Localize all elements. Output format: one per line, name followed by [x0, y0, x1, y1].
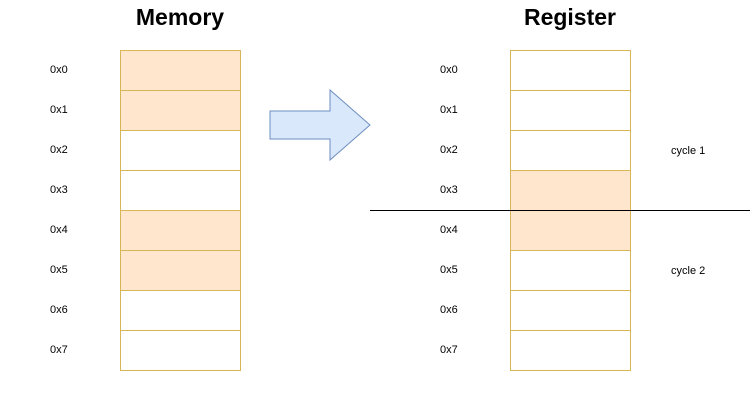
memory-address-label: 0x2	[50, 144, 68, 156]
register-cell	[511, 331, 630, 370]
memory-cell	[121, 291, 240, 331]
right-arrow-icon	[269, 88, 371, 162]
register-cell	[511, 251, 630, 291]
memory-cell	[121, 251, 240, 291]
register-cell	[511, 131, 630, 171]
register-address-label: 0x5	[440, 264, 458, 276]
memory-address-label: 0x5	[50, 264, 68, 276]
register-address-label: 0x1	[440, 104, 458, 116]
register-address-label: 0x2	[440, 144, 458, 156]
memory-cell	[121, 51, 240, 91]
register-cell	[511, 291, 630, 331]
register-address-label: 0x0	[440, 64, 458, 76]
register-address-label: 0x4	[440, 224, 458, 236]
cycle-divider-line	[370, 210, 750, 211]
memory-cell	[121, 131, 240, 171]
register-cell	[511, 171, 630, 211]
register-address-label: 0x3	[440, 184, 458, 196]
memory-stack	[120, 50, 241, 371]
register-address-label: 0x7	[440, 344, 458, 356]
memory-address-column: 0x0 0x1 0x2 0x3 0x4 0x5 0x6 0x7	[50, 50, 90, 370]
memory-cell	[121, 171, 240, 211]
register-cell	[511, 211, 630, 251]
memory-address-label: 0x6	[50, 304, 68, 316]
register-cell	[511, 51, 630, 91]
register-address-label: 0x6	[440, 304, 458, 316]
right-arrow-shape	[269, 88, 371, 162]
memory-cell	[121, 211, 240, 251]
register-title: Register	[523, 4, 617, 30]
register-address-column: 0x0 0x1 0x2 0x3 0x4 0x5 0x6 0x7	[440, 50, 480, 370]
memory-address-label: 0x3	[50, 184, 68, 196]
cycle-2-label: cycle 2	[671, 265, 706, 277]
memory-cell	[121, 91, 240, 131]
memory-address-label: 0x7	[50, 344, 68, 356]
memory-address-label: 0x4	[50, 224, 68, 236]
memory-cell	[121, 331, 240, 370]
register-cell	[511, 91, 630, 131]
cycle-1-label: cycle 1	[671, 145, 706, 157]
memory-title: Memory	[135, 4, 225, 30]
memory-address-label: 0x1	[50, 104, 68, 116]
memory-address-label: 0x0	[50, 64, 68, 76]
